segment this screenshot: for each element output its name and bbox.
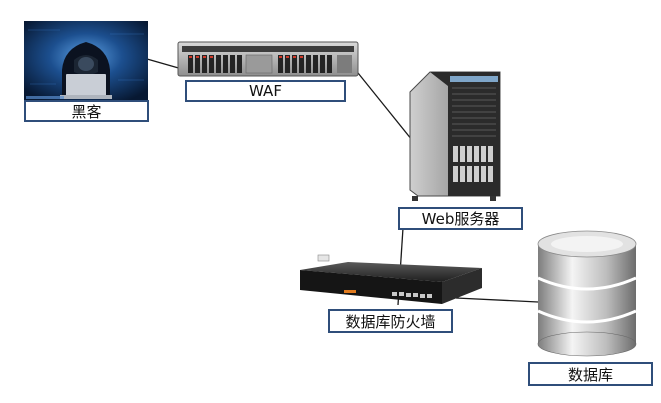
connector-waf-web xyxy=(353,67,413,141)
web-server-icon xyxy=(409,71,501,201)
connector-hacker-waf xyxy=(146,58,183,70)
connector-firewall-database xyxy=(455,297,539,303)
web-server-label: Web服务器 xyxy=(398,207,523,230)
firewall-appliance-icon xyxy=(300,254,482,304)
waf-label: WAF xyxy=(185,80,346,102)
hacker-icon xyxy=(24,21,148,100)
hacker-label: 黑客 xyxy=(24,100,149,122)
database-icon xyxy=(537,230,637,357)
waf-server-icon xyxy=(177,41,359,77)
database-firewall-label: 数据库防火墙 xyxy=(328,309,453,333)
database-label: 数据库 xyxy=(528,362,653,386)
